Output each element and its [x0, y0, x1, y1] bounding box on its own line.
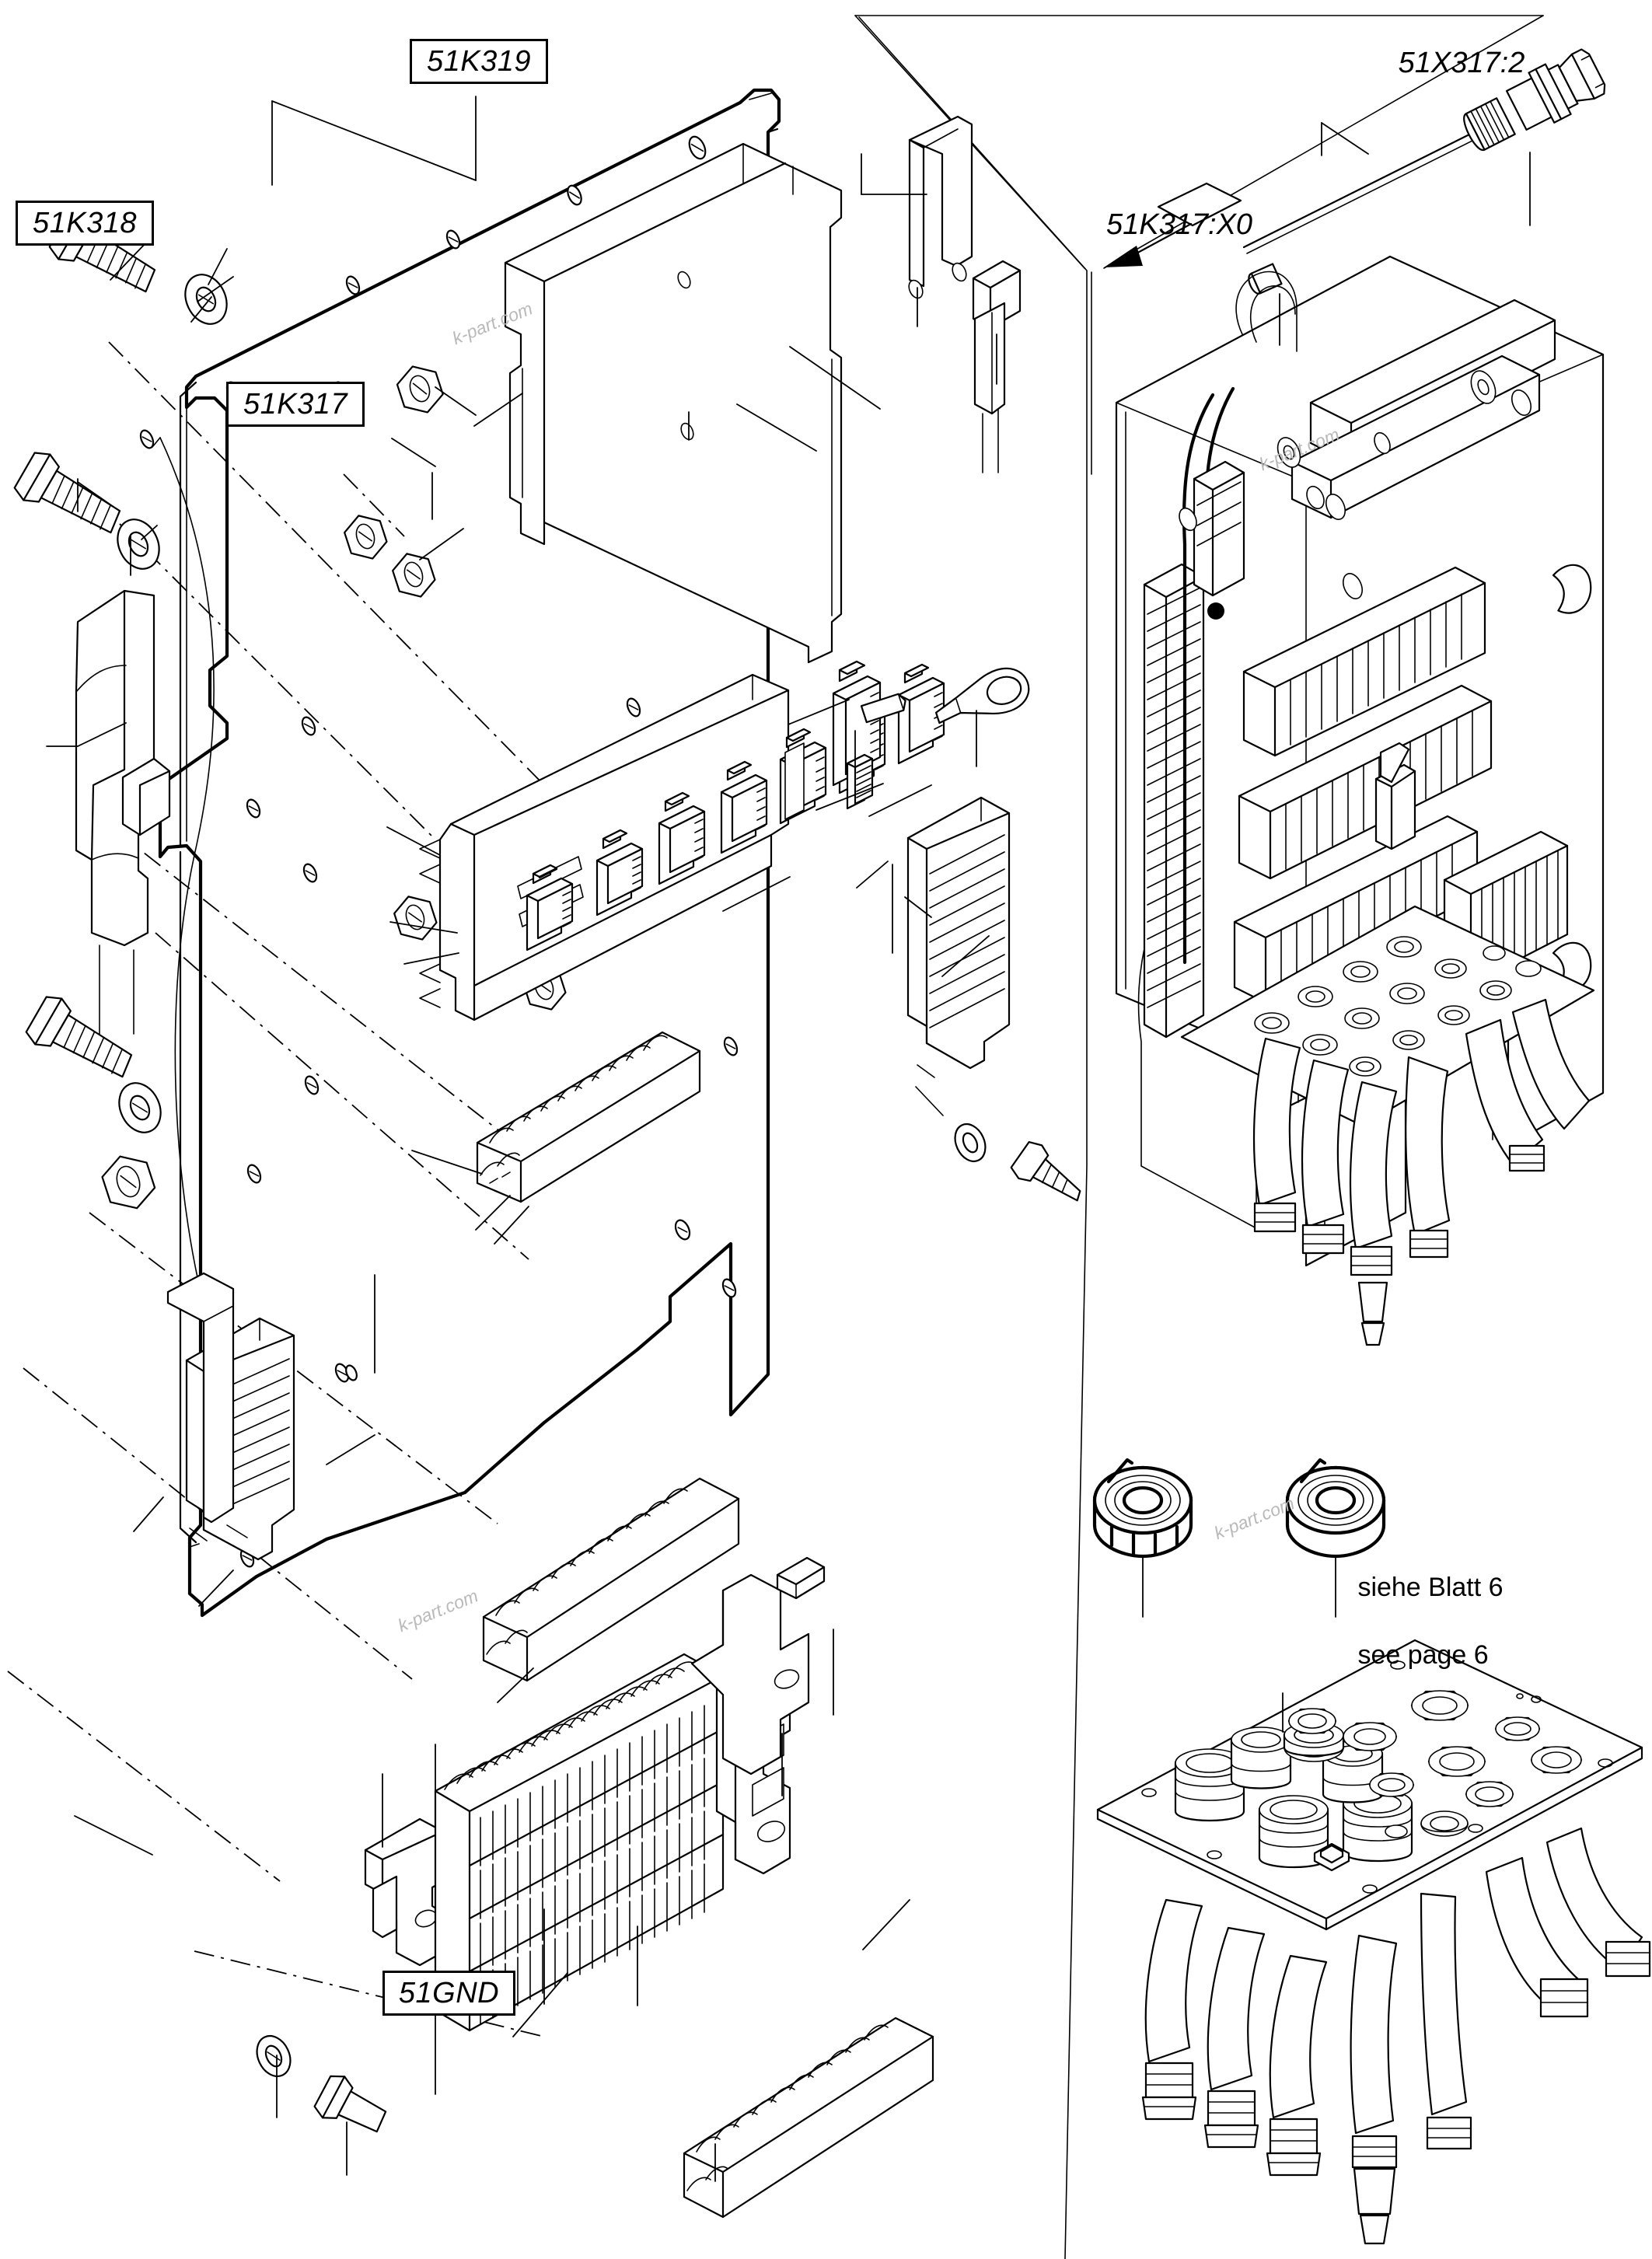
- leader-lines-left: [46, 96, 997, 2182]
- see-page-note-de: siehe Blatt 6: [1357, 1572, 1504, 1602]
- sheet-frame: [854, 15, 1544, 2259]
- hex-nut-left: [101, 1155, 156, 1210]
- cabinet-gland-holes: [1254, 936, 1542, 1077]
- cable-assembly-51X317-2: [1104, 48, 1606, 346]
- module-51K319: [504, 142, 843, 664]
- part-tag-51K319-text: 51K319: [426, 44, 531, 78]
- self-tapping-screw: [1010, 1141, 1081, 1202]
- part-tag-51K319: 51K319: [410, 39, 548, 84]
- gland-plate-assembly: [1096, 1639, 1651, 2245]
- connector-block-small: [846, 753, 874, 810]
- part-tag-51K317: 51K317: [226, 382, 365, 427]
- ring-terminal: [934, 667, 1030, 724]
- cabinet-hose-group: [1252, 998, 1591, 1346]
- see-page-note: siehe Blatt 6 see page 6: [1357, 1537, 1503, 1706]
- hex-nut-plate-a: [396, 365, 444, 414]
- cable-boot-51K318: [75, 589, 171, 1035]
- hex-nut-plate-c: [392, 553, 436, 598]
- wire-ferrule: [860, 693, 906, 724]
- bolt-middle: [13, 452, 121, 534]
- hex-nut-plate-b: [344, 515, 388, 560]
- washer-upper: [184, 274, 228, 325]
- spiral-wrap-roll-left: [1092, 1458, 1193, 1559]
- cable-duct-51GND: [683, 2016, 934, 2219]
- see-page-note-en: see page 6: [1357, 1639, 1489, 1670]
- part-tag-51K318: 51K318: [16, 201, 154, 246]
- bolt-lower: [25, 996, 133, 1078]
- part-tag-51K317-text: 51K317: [243, 387, 348, 421]
- cabinet-assembly-51K317-X0: [1115, 255, 1605, 1346]
- part-tag-51K318-text: 51K318: [32, 206, 137, 239]
- spiral-wrap-roll-right: [1285, 1458, 1386, 1559]
- hose-group: [1141, 1827, 1651, 2245]
- connector-shroud-finned-left: [166, 1272, 295, 1561]
- bolt-bottom: [313, 2075, 387, 2133]
- part-tag-51K317-X0: 51K317:X0: [1106, 208, 1253, 241]
- washer-middle: [117, 518, 160, 570]
- part-tag-51X317-2: 51X317:2: [1398, 47, 1525, 79]
- connector-shroud-finned-right: [906, 796, 1011, 1078]
- gland-nut-group-right: [1287, 1690, 1583, 1838]
- cable-duct-upper: [476, 1031, 701, 1203]
- part-tag-51GND: 51GND: [382, 1971, 515, 2016]
- hex-nut-plate-d: [393, 896, 438, 941]
- connector-shroud-top: [908, 115, 1022, 473]
- washer-bottom: [256, 2035, 292, 2077]
- part-tag-51GND-text: 51GND: [398, 1976, 500, 2009]
- cable-duct-middle: [482, 1477, 740, 1682]
- washer-small-right: [954, 1123, 987, 1163]
- washer-lower: [118, 1082, 162, 1133]
- assembly-centerlines: [7, 341, 545, 2037]
